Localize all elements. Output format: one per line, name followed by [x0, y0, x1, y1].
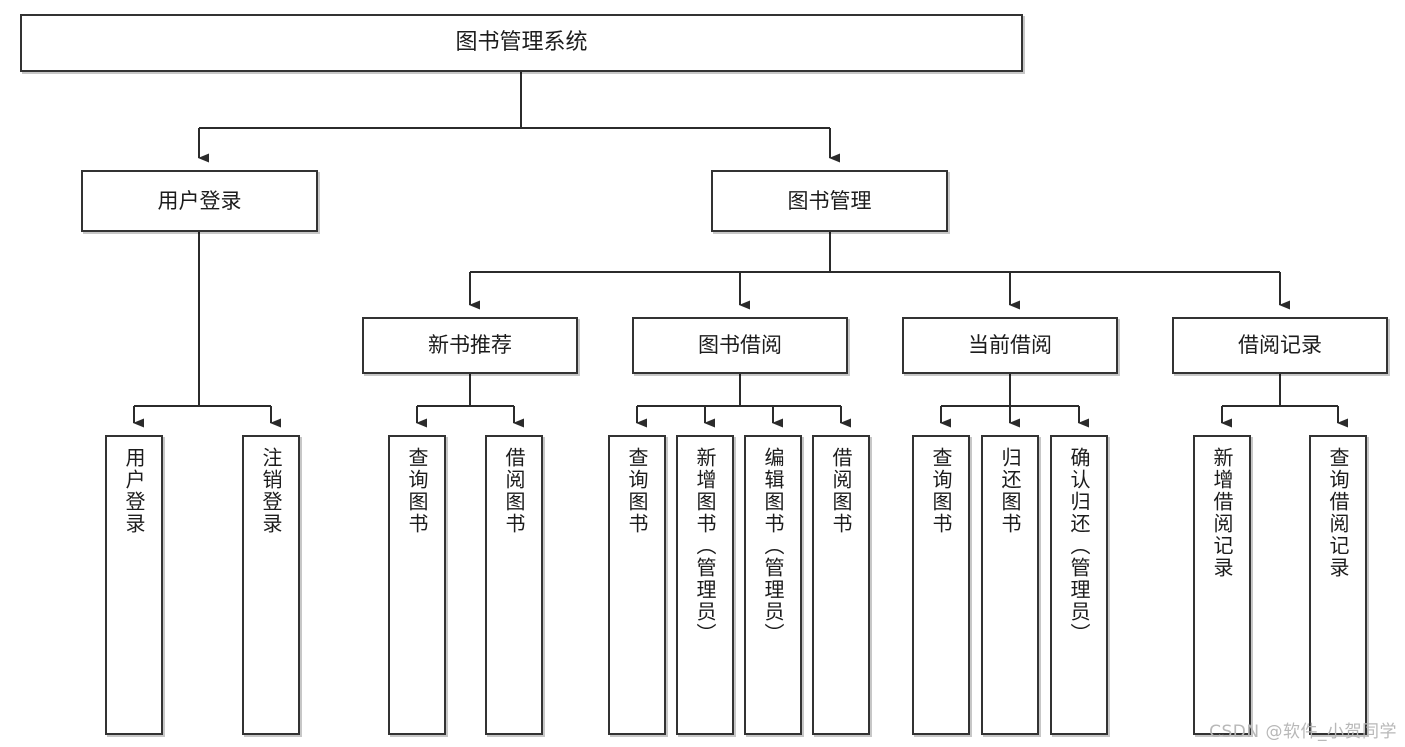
node-current-borrowing[interactable]: 当前借阅 [902, 317, 1118, 374]
leaf-query-borrowing-record[interactable]: 查询借阅记录 [1309, 435, 1367, 735]
node-label: 用户登录 [122, 447, 146, 535]
node-new-book-recommendation[interactable]: 新书推荐 [362, 317, 578, 374]
node-label: 当前借阅 [968, 333, 1052, 358]
leaf-query-book-borrowing[interactable]: 查询图书 [608, 435, 666, 735]
leaf-borrow-book-new-rec[interactable]: 借阅图书 [485, 435, 543, 735]
node-label: 借阅图书 [829, 447, 853, 535]
leaf-return-book[interactable]: 归还图书 [981, 435, 1039, 735]
node-label: 新增借阅记录 [1210, 447, 1234, 579]
leaf-query-book-current[interactable]: 查询图书 [912, 435, 970, 735]
leaf-query-book-new-rec[interactable]: 查询图书 [388, 435, 446, 735]
node-label: 图书管理系统 [455, 30, 588, 56]
leaf-confirm-return-admin[interactable]: 确认归还（管理员） [1050, 435, 1108, 735]
node-root-book-management-system[interactable]: 图书管理系统 [20, 14, 1023, 72]
node-book-management[interactable]: 图书管理 [711, 170, 948, 232]
node-label: 查询借阅记录 [1326, 447, 1350, 579]
leaf-borrow-book-borrowing[interactable]: 借阅图书 [812, 435, 870, 735]
node-label: 借阅记录 [1238, 333, 1322, 358]
node-label: 新书推荐 [428, 333, 512, 358]
leaf-add-borrowing-record[interactable]: 新增借阅记录 [1193, 435, 1251, 735]
node-label: 用户登录 [157, 188, 242, 213]
node-label: 新增图书（管理员） [693, 447, 717, 645]
leaf-logout-login[interactable]: 注销登录 [242, 435, 300, 735]
node-borrowing-record[interactable]: 借阅记录 [1172, 317, 1388, 374]
node-label: 注销登录 [259, 447, 283, 535]
node-label: 编辑图书（管理员） [761, 447, 785, 645]
node-user-login[interactable]: 用户登录 [81, 170, 318, 232]
node-label: 确认归还（管理员） [1067, 447, 1091, 645]
node-label: 图书借阅 [698, 333, 782, 358]
leaf-add-book-admin[interactable]: 新增图书（管理员） [676, 435, 734, 735]
node-label: 借阅图书 [502, 447, 526, 535]
node-label: 查询图书 [625, 447, 649, 535]
node-label: 查询图书 [929, 447, 953, 535]
node-label: 图书管理 [787, 188, 872, 213]
csdn-watermark: CSDN @软件_小贺同学 [1209, 722, 1397, 742]
node-label: 归还图书 [998, 447, 1022, 535]
leaf-edit-book-admin[interactable]: 编辑图书（管理员） [744, 435, 802, 735]
leaf-user-login[interactable]: 用户登录 [105, 435, 163, 735]
node-book-borrowing[interactable]: 图书借阅 [632, 317, 848, 374]
node-label: 查询图书 [405, 447, 429, 535]
